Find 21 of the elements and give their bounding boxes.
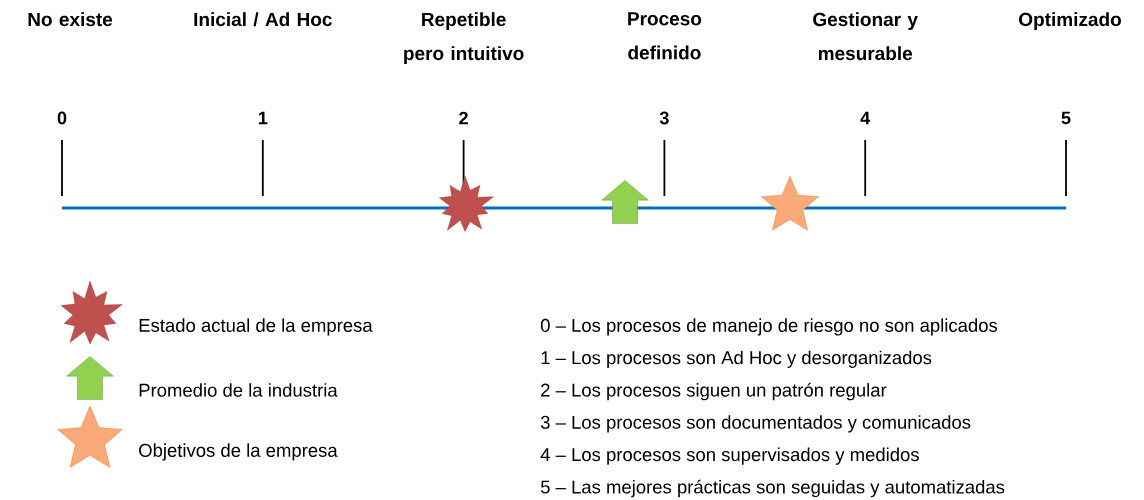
legend-label: Objetivos de la empresa	[139, 443, 338, 461]
level-description: 2 – Los procesos siguen un patrón regular	[541, 382, 887, 401]
level-description: 3 – Los procesos son documentados y comunicados	[540, 415, 971, 433]
level-label: Repetible pero intuitivo	[404, 12, 524, 64]
tick-label: 0	[57, 111, 67, 125]
level-label: Proceso definido	[628, 12, 702, 60]
level-label: No existe	[28, 12, 113, 27]
tick-label: 3	[659, 111, 669, 125]
level-label: Gestionar y mesurable	[813, 12, 918, 61]
tick-label: 5	[1061, 111, 1071, 125]
level-label: Inicial / Ad Hoc	[194, 12, 332, 27]
tick-label: 4	[860, 111, 871, 125]
level-description: 1 – Los procesos son Ad Hoc y desorganizados	[541, 350, 932, 368]
legend-label: Estado actual de la empresa	[139, 318, 373, 336]
level-label: Optimizado	[1019, 12, 1121, 30]
level-description: 5 – Las mejores prácticas son seguidas y automatizadas	[540, 479, 1005, 498]
tick-label: 2	[459, 111, 468, 125]
level-description: 0 – Los procesos de manejo de riesgo no son aplicados	[540, 318, 998, 336]
level-description: 4 – Los procesos son supervisados y medidos	[540, 447, 919, 465]
legend-label: Promedio de la industria	[139, 383, 338, 397]
tick-label: 1	[258, 111, 268, 125]
